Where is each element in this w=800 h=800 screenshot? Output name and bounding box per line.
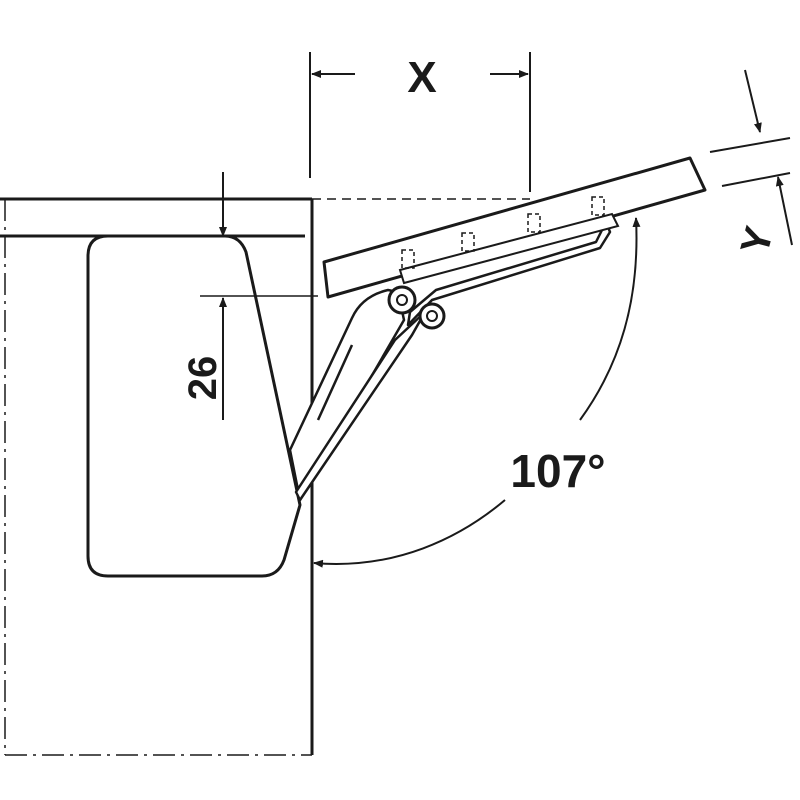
dimension-26-label: 26 — [181, 356, 225, 401]
angle-arc-upper — [579, 217, 641, 421]
dimension-26 — [200, 172, 318, 420]
door-flap-edge-bottom — [721, 172, 791, 187]
cabinet-centerlines — [4, 199, 312, 756]
dimension-x — [309, 52, 531, 192]
angle-label: 107° — [510, 445, 605, 497]
door-flap — [322, 156, 707, 299]
lever-arm — [288, 288, 427, 502]
angle-arc-lower — [313, 499, 506, 568]
dimension-y-label: Y — [733, 222, 782, 259]
pivot-joint-lower — [418, 302, 446, 330]
mechanism-housing — [86, 234, 302, 578]
screw-holes — [401, 196, 605, 269]
mounting-plate — [398, 212, 620, 285]
dimension-y — [744, 69, 793, 246]
dimension-x-label: X — [407, 53, 436, 102]
pivot-joint-upper — [387, 285, 417, 315]
door-flap-edge-top — [709, 137, 791, 153]
